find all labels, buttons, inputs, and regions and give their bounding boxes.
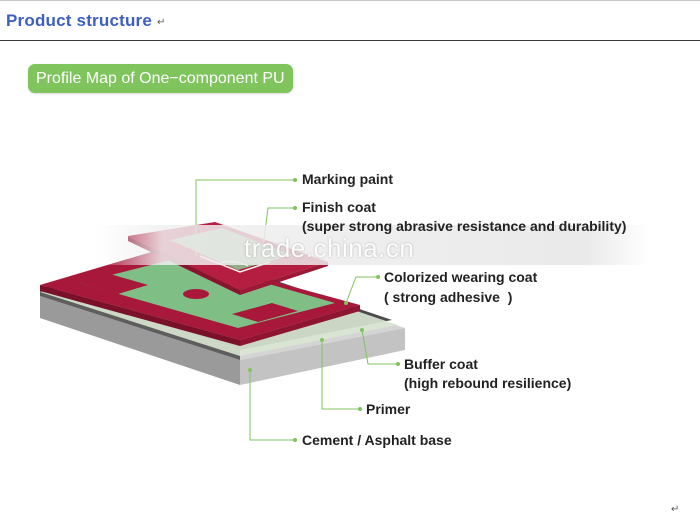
label-finish-coat: Finish coat bbox=[302, 199, 376, 215]
court-red-front bbox=[40, 285, 240, 346]
label-primer: Primer bbox=[366, 401, 411, 417]
base-left-face bbox=[40, 296, 240, 385]
court-left-key bbox=[80, 274, 148, 294]
return-mark: ↵ bbox=[157, 17, 166, 28]
label-base: Cement / Asphalt base bbox=[302, 432, 452, 448]
leader-colorized bbox=[345, 276, 378, 304]
dot-colorized bbox=[376, 275, 380, 279]
watermark-band bbox=[95, 225, 650, 265]
section-pill: Profile Map of One−component PU bbox=[28, 64, 293, 93]
dot-colorized-origin bbox=[344, 301, 348, 305]
label-colorized-wearing-coat: Colorized wearing coat bbox=[384, 269, 538, 285]
header-divider bbox=[0, 40, 700, 41]
leader-buffer bbox=[361, 329, 398, 365]
label-colorized-note: ( strong adhesive ) bbox=[384, 289, 513, 305]
watermark-text: trade.china.cn bbox=[244, 233, 415, 263]
dot-finish-coat bbox=[293, 206, 297, 210]
dot-buffer-origin bbox=[360, 328, 364, 332]
return-mark-bottom: ↵ bbox=[671, 504, 680, 515]
dot-marking-paint bbox=[293, 178, 297, 182]
court-right-key bbox=[232, 303, 298, 322]
leader-primer bbox=[321, 340, 360, 410]
leader-base bbox=[249, 370, 295, 441]
dot-buffer bbox=[396, 362, 400, 366]
dot-base-origin bbox=[248, 368, 252, 372]
page-title: Product structure bbox=[6, 11, 153, 30]
court-red-right bbox=[240, 305, 360, 346]
finish-coat-right bbox=[240, 262, 328, 295]
court-center-circle bbox=[183, 289, 209, 299]
label-marking-paint: Marking paint bbox=[302, 171, 394, 187]
dot-base bbox=[293, 438, 297, 442]
label-buffer-note: (high rebound resilience) bbox=[404, 375, 572, 391]
label-finish-coat-note: (super strong abrasive resistance and du… bbox=[302, 218, 627, 234]
dot-primer bbox=[358, 407, 362, 411]
dot-primer-origin bbox=[320, 338, 324, 342]
top-border bbox=[0, 0, 700, 1]
label-buffer-coat: Buffer coat bbox=[404, 356, 478, 372]
